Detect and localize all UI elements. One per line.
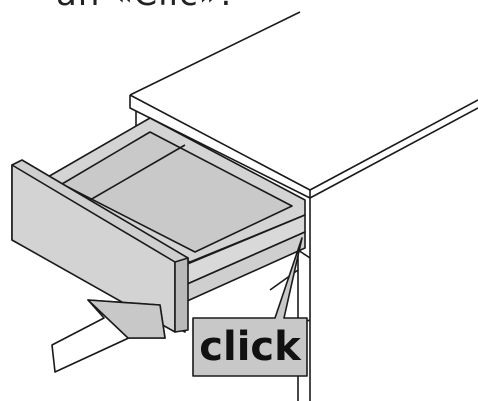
- push-arrow-icon: [51, 299, 166, 373]
- click-label: click: [199, 324, 301, 370]
- instruction-caption: an «Clic».: [56, 0, 232, 14]
- drawer-front: [11, 159, 189, 333]
- click-callout: [192, 237, 308, 377]
